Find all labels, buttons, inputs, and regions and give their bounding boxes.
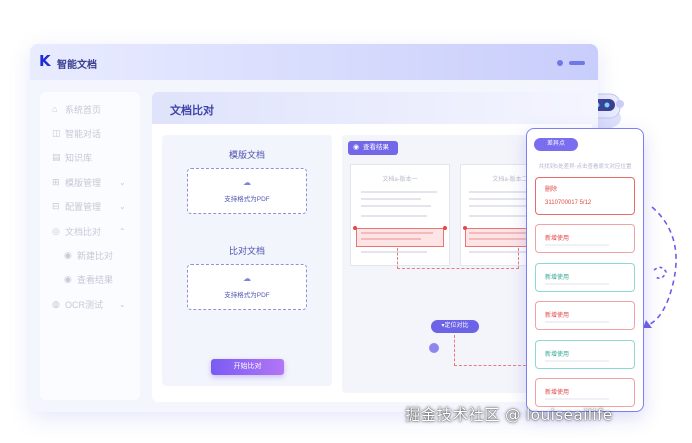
text-line [469, 191, 545, 193]
upload-hint: 支持格式为PDF [224, 292, 270, 299]
view-results-button[interactable]: ◉ 查看结果 [348, 141, 398, 155]
diff-marker [353, 226, 357, 230]
diff-item[interactable]: 新增使用 [535, 224, 635, 253]
sidebar-item-label: 系统首页 [65, 105, 102, 115]
chevron-down-icon: ⌄ [119, 202, 126, 211]
diff-connector [397, 248, 519, 269]
ocr-icon: ◍ [52, 299, 60, 309]
window-minimize-icon[interactable] [569, 61, 585, 65]
chevron-down-icon: ⌄ [119, 178, 126, 187]
title-bar: K 智能文档 [30, 44, 598, 80]
app-window: K 智能文档 ⌂ 系统首页 ◫ 智能对话 ▤ 知识库 ⊞ 模版管理 ⌄ ⊟ 配置… [30, 44, 598, 412]
view-results-label: 查看结果 [363, 144, 389, 151]
diff-item-placeholder [545, 321, 609, 323]
chat-icon: ◫ [52, 128, 61, 138]
diff-item-delete[interactable]: 删除 3110700017 5/12 [535, 177, 635, 215]
eye-icon: ◉ [353, 144, 360, 151]
diff-item-label: 新增使用 [545, 236, 570, 242]
upload-cloud-icon: ☁ [243, 178, 251, 187]
sidebar-item-label: 知识库 [65, 153, 93, 163]
chevron-down-icon: ⌄ [119, 300, 126, 309]
sidebar-item-label: 查看结果 [77, 275, 114, 285]
upload-cloud-icon: ☁ [243, 274, 251, 283]
text-line [361, 215, 427, 217]
diff-item-label: 删除 [545, 187, 558, 193]
diff-item-label: 新增使用 [545, 275, 570, 281]
sidebar: ⌂ 系统首页 ◫ 智能对话 ▤ 知识库 ⊞ 模版管理 ⌄ ⊟ 配置管理 ⌄ ◎ … [40, 92, 140, 400]
sidebar-item-label: 新建比对 [77, 251, 114, 261]
text-line [469, 198, 531, 200]
diff-line [361, 232, 433, 234]
diff-marker [443, 226, 447, 230]
compare-icon: ◎ [52, 226, 60, 236]
diff-points-panel: 差异点 共找到5处差异·点击查看原文对应位置 删除 3110700017 5/1… [526, 128, 644, 412]
diff-item-placeholder [545, 244, 609, 246]
diff-marker [463, 226, 467, 230]
text-line [361, 251, 427, 253]
template-icon: ⊞ [52, 177, 60, 187]
text-line [361, 205, 431, 207]
chevron-up-icon: ⌃ [119, 227, 126, 236]
book-icon: ▤ [52, 152, 61, 162]
diff-item-label: 新增使用 [545, 390, 570, 396]
diff-connector [454, 335, 575, 366]
diff-item[interactable]: 新增使用 [535, 301, 635, 330]
app-title: 智能文档 [57, 60, 97, 71]
doc-preview-left: 文档a-版本一 [350, 164, 450, 266]
doc-title: 文档a-版本二 [492, 177, 528, 183]
sidebar-item-knowledge[interactable]: ▤ 知识库 [40, 148, 140, 168]
diff-item-label: 新增使用 [545, 352, 570, 358]
sidebar-item-label: 文档比对 [65, 227, 102, 237]
new-compare-icon: ◉ [64, 250, 72, 260]
home-icon: ⌂ [52, 104, 58, 114]
compare-section-title: 比对文档 [228, 246, 265, 256]
page-title: 文档比对 [170, 105, 214, 117]
template-upload-area[interactable]: ☁ 支持格式为PDF [187, 168, 307, 214]
app-logo: K [39, 52, 51, 70]
window-dot-icon[interactable] [557, 60, 563, 66]
sidebar-item-config[interactable]: ⊟ 配置管理 ⌄ [40, 197, 140, 217]
sidebar-item-new-compare[interactable]: ◉ 新建比对 [40, 246, 140, 266]
template-section-title: 模版文档 [228, 150, 265, 160]
diff-line [469, 238, 527, 240]
config-icon: ⊟ [52, 201, 60, 211]
diff-item-label: 新增使用 [545, 313, 570, 319]
main-header: 文档比对 [152, 92, 592, 124]
watermark: 掘金技术社区 @ louiseailife [405, 406, 613, 424]
sidebar-item-label: 配置管理 [65, 202, 102, 212]
tab-diff-points[interactable]: 差异点 [534, 138, 578, 151]
diff-summary: 共找到5处差异·点击查看原文对应位置 [538, 164, 632, 170]
sidebar-item-compare[interactable]: ◎ 文档比对 ⌃ [40, 222, 140, 242]
doc-title: 文档a-版本一 [382, 177, 418, 183]
diff-item-placeholder [545, 360, 609, 362]
text-line [469, 215, 529, 217]
results-icon: ◉ [64, 274, 72, 284]
diff-item-value: 3110700017 5/12 [545, 200, 592, 206]
diff-line [361, 238, 421, 240]
sidebar-item-label: 智能对话 [65, 129, 102, 139]
diff-item[interactable]: 新增使用 [535, 378, 635, 407]
cursor-dot [429, 343, 439, 353]
sidebar-item-label: OCR测试 [65, 300, 103, 310]
sidebar-item-view-results[interactable]: ◉ 查看结果 [40, 270, 140, 290]
diff-item[interactable]: 新增使用 [535, 263, 635, 292]
diff-line [469, 232, 539, 234]
locate-compare-button[interactable]: ▾定位对比 [431, 320, 479, 333]
diff-item-placeholder [545, 398, 609, 400]
text-line [361, 191, 437, 193]
diff-item[interactable]: 新增使用 [535, 340, 635, 369]
diff-item-placeholder [545, 283, 609, 285]
text-line [361, 198, 421, 200]
sidebar-item-label: 模版管理 [65, 178, 102, 188]
text-line [469, 251, 535, 253]
upload-hint: 支持格式为PDF [224, 196, 270, 203]
compare-upload-area[interactable]: ☁ 支持格式为PDF [187, 264, 307, 310]
text-line [469, 205, 539, 207]
start-compare-button[interactable]: 开始比对 [211, 359, 284, 375]
upload-panel: 模版文档 ☁ 支持格式为PDF 比对文档 ☁ 支持格式为PDF 开始比对 [162, 135, 332, 386]
sidebar-item-ocr[interactable]: ◍ OCR测试 ⌄ [40, 295, 140, 315]
sidebar-item-home[interactable]: ⌂ 系统首页 [40, 100, 140, 120]
sidebar-item-templates[interactable]: ⊞ 模版管理 ⌄ [40, 173, 140, 193]
sidebar-item-chat[interactable]: ◫ 智能对话 [40, 124, 140, 144]
